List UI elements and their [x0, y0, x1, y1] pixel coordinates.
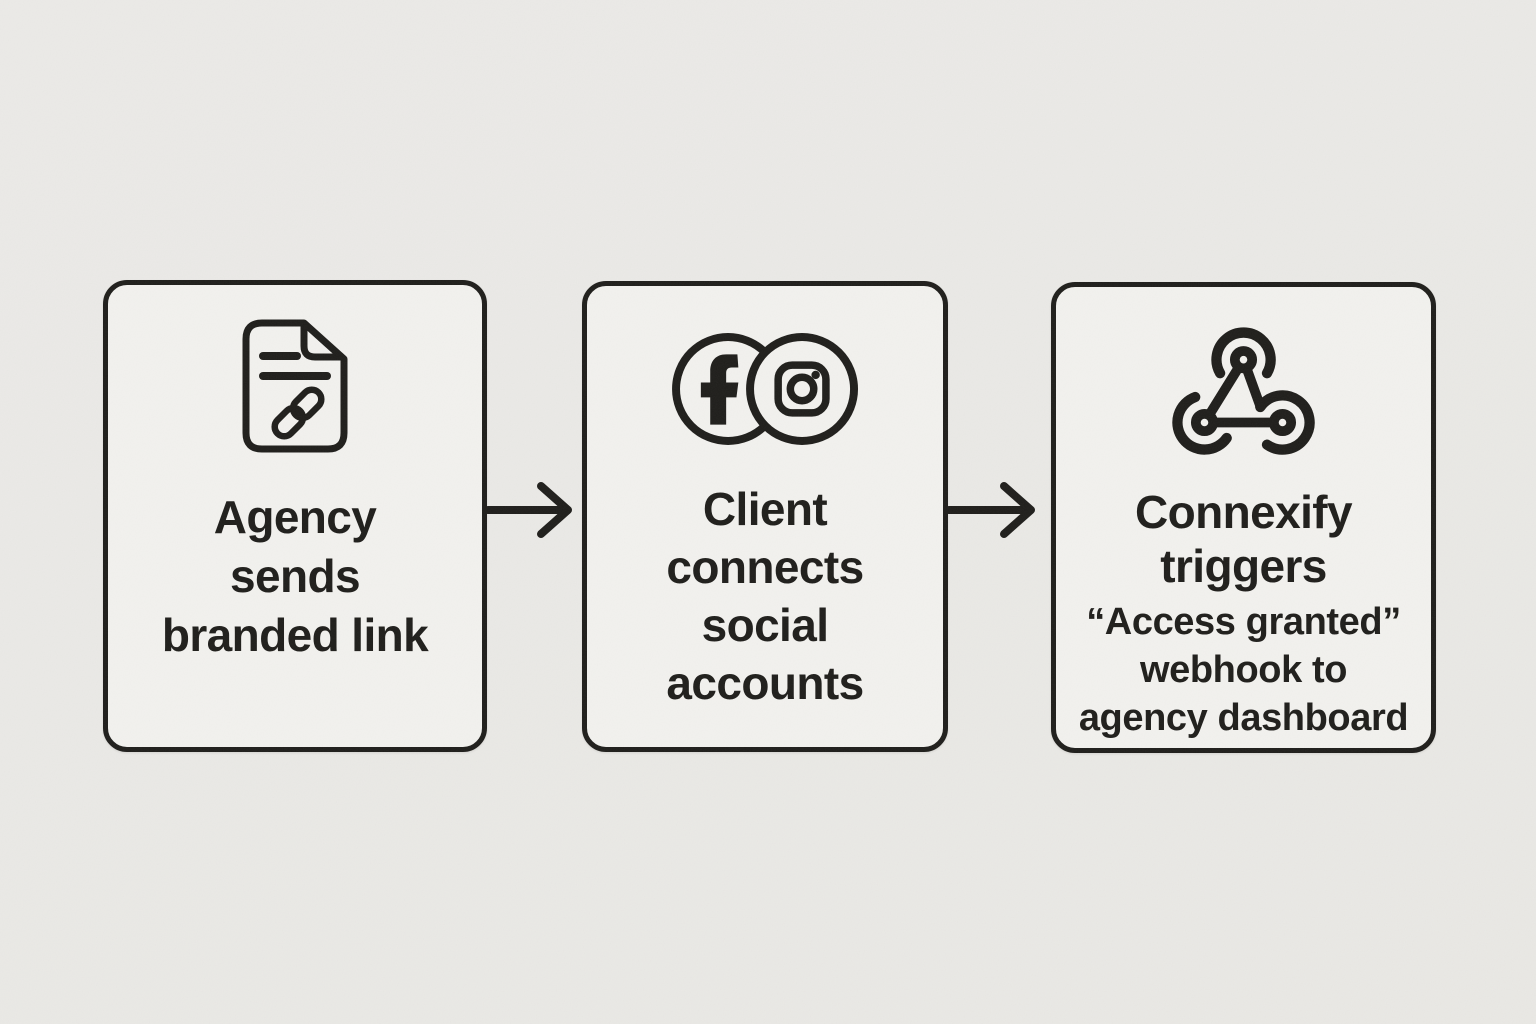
- step-card-client-connects: Client connects social accounts: [582, 281, 948, 752]
- step-card-agency-sends-link: Agency sends branded link: [103, 280, 487, 752]
- step-label-line: social: [701, 599, 829, 651]
- step-label-line: connects: [666, 541, 864, 593]
- step-label-line: sends: [230, 550, 361, 602]
- step-label-line: branded link: [161, 609, 429, 661]
- step-label-line: Connexify: [1135, 486, 1353, 538]
- step-card-connexify-webhook: Connexify triggers “Access granted” webh…: [1051, 282, 1436, 753]
- document-link-icon: [241, 318, 349, 456]
- step-label: Connexify triggers “Access granted” webh…: [1078, 485, 1409, 742]
- step-label-line: accounts: [666, 657, 864, 709]
- step-label-line: triggers: [1160, 540, 1327, 592]
- flow-arrow-right: [948, 482, 1035, 538]
- step-label-line: Agency: [213, 491, 377, 543]
- step-detail-line: webhook to: [1139, 649, 1348, 691]
- step-label-line: Client: [702, 483, 828, 535]
- facebook-instagram-icon: [669, 328, 862, 450]
- step-label: Agency sends branded link: [161, 488, 429, 665]
- step-detail-line: “Access granted”: [1086, 601, 1401, 643]
- webhook-icon: [1172, 325, 1315, 455]
- step-detail-line: agency dashboard: [1078, 697, 1409, 739]
- step-detail-text: “Access granted” webhook to agency dashb…: [1078, 598, 1409, 742]
- instagram-icon: [745, 333, 858, 445]
- step-label: Client connects social accounts: [666, 480, 864, 712]
- flow-arrow-right: [487, 482, 572, 538]
